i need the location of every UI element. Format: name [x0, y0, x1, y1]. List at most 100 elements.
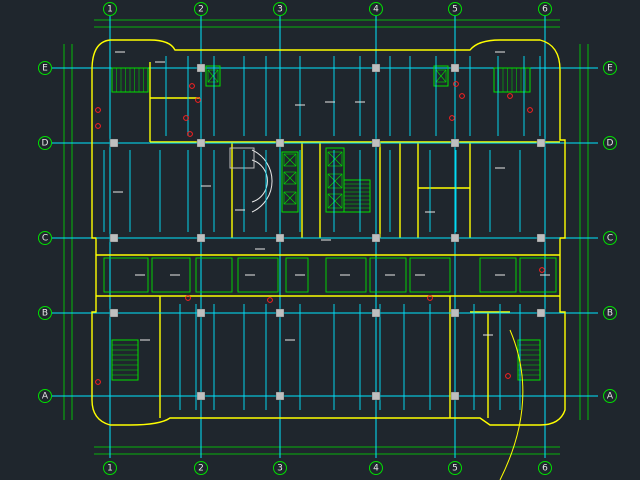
axis-bubble-top: 5 [448, 2, 462, 16]
axis-bubble-circle [448, 2, 462, 16]
dimension-lines [63, 19, 589, 455]
column [109, 138, 119, 148]
axis-bubble-circle [369, 2, 383, 16]
room-partitions [103, 257, 557, 293]
room [519, 257, 557, 293]
elevator-cross [435, 69, 447, 83]
axis-bubble-right: D [603, 136, 617, 150]
elevator-cross [327, 151, 343, 167]
column [371, 138, 381, 148]
device-symbol [507, 93, 513, 99]
axis-bubble-circle [194, 461, 208, 475]
axis-label: E [607, 64, 613, 74]
axis-label: 6 [542, 5, 548, 15]
axis-label: E [42, 64, 48, 74]
axis-label: A [42, 392, 49, 402]
device-symbol [95, 379, 101, 385]
axis-bubble-right: B [603, 306, 617, 320]
column [196, 233, 206, 243]
axis-label: 2 [198, 464, 204, 474]
column [196, 391, 206, 401]
room-annotations [113, 51, 550, 341]
stair-elevator-cores [111, 65, 541, 381]
device-symbol [267, 297, 273, 303]
axis-label: 5 [452, 5, 458, 15]
column [196, 63, 206, 73]
axis-bubble-circle [603, 136, 617, 150]
column [450, 63, 460, 73]
curved-line [499, 329, 524, 480]
axis-bubble-circle [273, 2, 287, 16]
elevator-cross [327, 173, 343, 189]
device-symbol [427, 295, 433, 301]
stair-treads [112, 68, 540, 376]
axis-bubble-circle [38, 389, 52, 403]
column [196, 308, 206, 318]
room [195, 257, 233, 293]
column [450, 391, 460, 401]
room [409, 257, 451, 293]
column [536, 233, 546, 243]
room [103, 257, 149, 293]
axis-bubble-circle [38, 136, 52, 150]
elevator-cross [283, 191, 297, 205]
column [371, 233, 381, 243]
axis-label: 3 [277, 464, 283, 474]
axis-bubble-bottom: 5 [448, 461, 462, 475]
axis-bubble-circle [603, 389, 617, 403]
lighting-circuits [96, 56, 560, 410]
axis-bubble-left: B [38, 306, 52, 320]
column [275, 138, 285, 148]
axis-bubble-top: 4 [369, 2, 383, 16]
device-symbol [505, 373, 511, 379]
axis-bubble-bottom: 3 [273, 461, 287, 475]
axis-bubble-circle [448, 461, 462, 475]
elevator-car [327, 173, 343, 189]
axis-bubble-right: E [603, 61, 617, 75]
grid-axis-lines [52, 16, 598, 458]
elevator-car [207, 69, 219, 83]
axis-bubble-circle [103, 461, 117, 475]
axis-bubble-bottom: 1 [103, 461, 117, 475]
axis-bubble-circle [603, 61, 617, 75]
axis-bubble-circle [603, 231, 617, 245]
axis-label: 4 [373, 5, 379, 15]
room [479, 257, 517, 293]
axis-label: 5 [452, 464, 458, 474]
axis-label: 3 [277, 5, 283, 15]
axis-bubble-circle [38, 306, 52, 320]
column [536, 138, 546, 148]
axis-bubble-right: C [603, 231, 617, 245]
column [109, 233, 119, 243]
axis-bubble-bottom: 2 [194, 461, 208, 475]
elevator-car [327, 193, 343, 209]
axis-bubble-circle [273, 461, 287, 475]
column [536, 308, 546, 318]
axis-bubble-left: D [38, 136, 52, 150]
device-symbol [189, 83, 195, 89]
structural-columns [109, 63, 546, 401]
column [109, 308, 119, 318]
building-outline [91, 39, 566, 426]
axis-bubble-circle [38, 61, 52, 75]
axis-label: C [607, 234, 613, 244]
column [450, 138, 460, 148]
axis-label: D [607, 139, 614, 149]
device-symbol [185, 295, 191, 301]
column [371, 308, 381, 318]
axis-bubble-top: 6 [538, 2, 552, 16]
room [237, 257, 279, 293]
device-symbol [539, 267, 545, 273]
axis-label: D [42, 139, 49, 149]
elevator-cars [207, 69, 447, 209]
room [285, 257, 309, 293]
axis-bubble-circle [538, 461, 552, 475]
axis-bubble-top: 2 [194, 2, 208, 16]
axis-bubble-circle [603, 306, 617, 320]
column [275, 233, 285, 243]
axis-bubble-bottom: 6 [538, 461, 552, 475]
device-symbol [449, 115, 455, 121]
elevator-car [283, 153, 297, 167]
axis-label: A [607, 392, 614, 402]
